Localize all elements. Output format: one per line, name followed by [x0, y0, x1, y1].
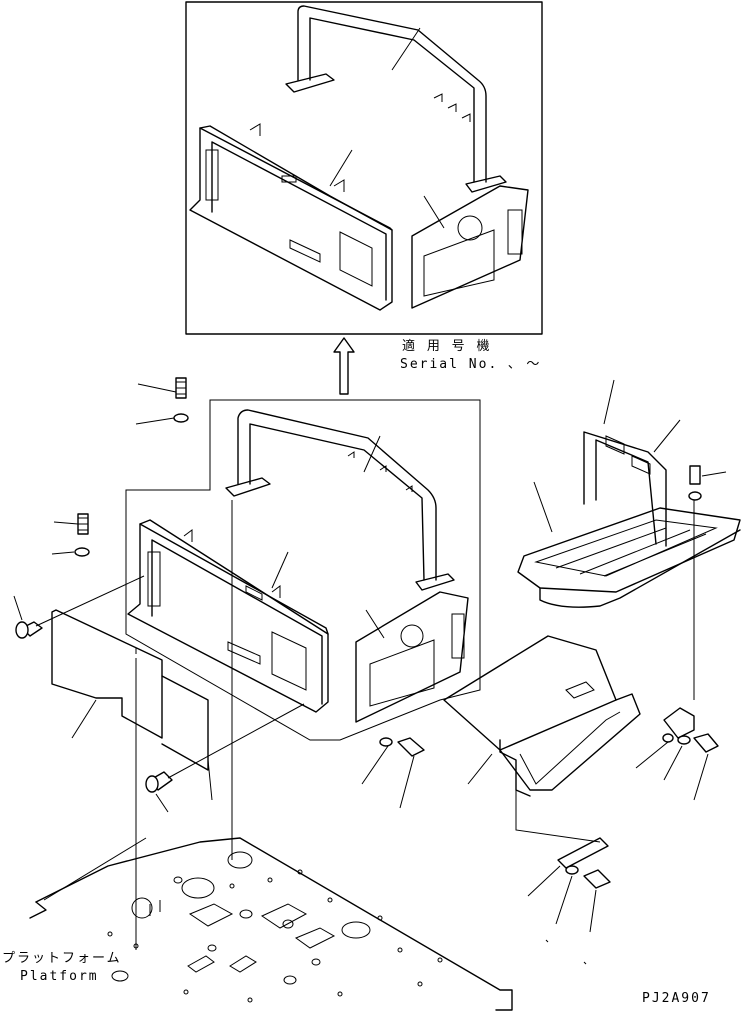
platform-label-en: Platform [20, 969, 99, 984]
assembly-outline [125, 399, 481, 741]
bracket-bottom [527, 837, 611, 965]
knob-bolt-bottom [145, 703, 305, 813]
bracket-right [635, 707, 719, 801]
platform-plate [29, 837, 513, 1011]
inset-cover-plate [411, 185, 529, 309]
serial-label-en: Serial No. ､ ～ [400, 357, 541, 372]
main-cover-plate [355, 591, 469, 723]
bolt-left [51, 513, 90, 557]
bolt-upper [135, 377, 189, 425]
bolt-right-mid [361, 737, 425, 809]
drawing-code: PJ2A907 [642, 991, 711, 1006]
platform-label-jp: プラットフォーム [2, 951, 122, 966]
side-plate [51, 609, 209, 771]
inset-panel-frame [189, 123, 393, 311]
serial-label-jp: 適 用 号 機 [402, 338, 491, 354]
inset-handrail [285, 5, 507, 193]
main-panel-frame [127, 519, 329, 713]
main-handrail [225, 409, 455, 591]
tool-box [443, 635, 641, 843]
step-assembly [517, 379, 741, 700]
up-arrow [333, 337, 355, 395]
inset-detail-box [185, 1, 543, 335]
knob-bolt-left [13, 575, 145, 639]
